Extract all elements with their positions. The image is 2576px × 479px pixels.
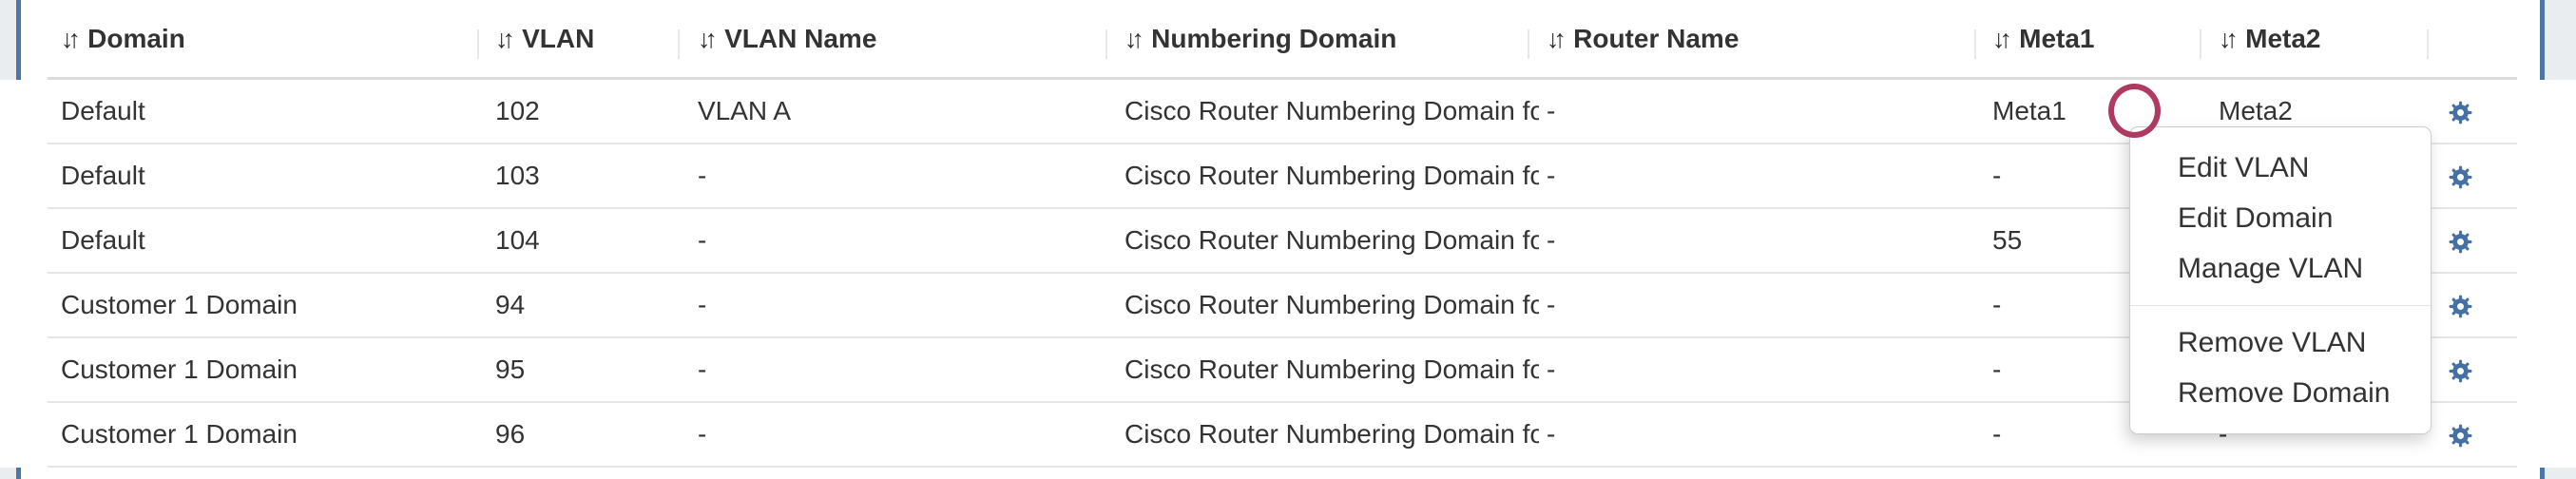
cell-router-name: - <box>1547 419 1556 449</box>
cell-domain: Customer 1 Domain <box>61 290 298 319</box>
column-header-domain[interactable]: ↓↑ Domain <box>61 0 185 78</box>
cell-vlan: 104 <box>495 225 540 255</box>
cell-vlan: 95 <box>495 354 526 384</box>
cell-router-name: - <box>1547 161 1556 190</box>
menu-item-edit-vlan[interactable]: Edit VLAN <box>2178 152 2310 183</box>
cell-vlan-name: VLAN A <box>698 96 792 125</box>
sort-icon: ↓↑ <box>2219 24 2239 53</box>
sort-icon: ↓↑ <box>61 24 81 53</box>
column-header-label: Meta2 <box>2245 24 2321 53</box>
cell-numbering-domain: Cisco Router Numbering Domain for ... <box>1125 290 1539 319</box>
cell-numbering-domain: Cisco Router Numbering Domain for ... <box>1125 225 1539 255</box>
cell-numbering-domain: Cisco Router Numbering Domain for ... <box>1125 419 1539 449</box>
header-separator <box>2200 29 2201 59</box>
menu-item-remove-domain[interactable]: Remove Domain <box>2178 377 2391 409</box>
cell-vlan-name: - <box>698 419 707 449</box>
cell-router-name: - <box>1547 290 1556 319</box>
cell-vlan-name: - <box>698 161 707 190</box>
cell-domain: Customer 1 Domain <box>61 419 298 449</box>
row-divider <box>48 401 2517 403</box>
row-divider <box>48 207 2517 209</box>
row-actions-menu: Edit VLAN Edit Domain Manage VLAN Remove… <box>2129 126 2432 434</box>
cell-domain: Default <box>61 96 145 125</box>
header-divider <box>48 77 2517 80</box>
header-separator <box>2427 29 2429 59</box>
sort-icon: ↓↑ <box>698 24 718 53</box>
cell-domain: Customer 1 Domain <box>61 354 298 384</box>
gear-icon <box>2448 358 2473 384</box>
cell-vlan-name: - <box>698 225 707 255</box>
row-divider <box>48 336 2517 338</box>
gear-icon <box>2448 100 2473 125</box>
column-header-vlan[interactable]: ↓↑ VLAN <box>495 0 594 78</box>
cell-numbering-domain: Cisco Router Numbering Domain for ... <box>1125 96 1539 125</box>
cell-meta2: Meta2 <box>2219 96 2293 125</box>
column-header-meta2[interactable]: ↓↑ Meta2 <box>2219 0 2321 78</box>
cell-domain: Default <box>61 225 145 255</box>
row-actions-button[interactable] <box>2441 158 2479 196</box>
column-header-numbering-domain[interactable]: ↓↑ Numbering Domain <box>1125 0 1396 78</box>
gear-icon <box>2448 294 2473 319</box>
gear-icon <box>2448 229 2473 255</box>
gear-icon <box>2448 423 2473 449</box>
cell-domain: Default <box>61 161 145 190</box>
row-actions-button[interactable] <box>2441 416 2479 454</box>
row-actions-button[interactable] <box>2441 352 2479 390</box>
header-separator <box>1105 29 1107 59</box>
header-separator <box>1528 29 1529 59</box>
cell-vlan: 103 <box>495 161 540 190</box>
sort-icon: ↓↑ <box>1992 24 2012 53</box>
column-header-router-name[interactable]: ↓↑ Router Name <box>1547 0 1739 78</box>
cell-meta1: 55 <box>1992 225 2023 255</box>
menu-divider <box>2130 305 2431 306</box>
header-separator <box>1974 29 1976 59</box>
cell-vlan-name: - <box>698 290 707 319</box>
row-divider <box>48 272 2517 274</box>
cell-meta1: - <box>1992 161 2002 190</box>
cell-meta1: - <box>1992 419 2002 449</box>
row-actions-button[interactable] <box>2441 93 2479 131</box>
cell-vlan: 96 <box>495 419 526 449</box>
header-separator <box>477 29 479 59</box>
cell-router-name: - <box>1547 354 1556 384</box>
menu-item-manage-vlan[interactable]: Manage VLAN <box>2178 253 2364 284</box>
cell-meta1: - <box>1992 290 2002 319</box>
column-header-label: Domain <box>87 24 185 53</box>
cell-meta1: - <box>1992 354 2002 384</box>
header-separator <box>678 29 680 59</box>
sort-icon: ↓↑ <box>495 24 515 53</box>
cell-numbering-domain: Cisco Router Numbering Domain for ... <box>1125 354 1539 384</box>
sort-icon: ↓↑ <box>1125 24 1144 53</box>
cell-router-name: - <box>1547 225 1556 255</box>
row-actions-button[interactable] <box>2441 222 2479 260</box>
sort-icon: ↓↑ <box>1547 24 1567 53</box>
cell-meta1: Meta1 <box>1992 96 2067 125</box>
row-divider <box>48 143 2517 144</box>
column-header-label: VLAN <box>522 24 595 53</box>
cell-router-name: - <box>1547 96 1556 125</box>
column-header-label: Meta1 <box>2019 24 2095 53</box>
column-header-meta1[interactable]: ↓↑ Meta1 <box>1992 0 2095 78</box>
row-actions-button[interactable] <box>2441 287 2479 325</box>
cell-numbering-domain: Cisco Router Numbering Domain for ... <box>1125 161 1539 190</box>
row-divider <box>48 466 2517 468</box>
column-header-label: Router Name <box>1573 24 1740 53</box>
cell-vlan: 94 <box>495 290 526 319</box>
table-row[interactable]: Customer 1 Domain 96 - Cisco Router Numb… <box>0 403 2576 468</box>
column-header-label: Numbering Domain <box>1151 24 1397 53</box>
column-header-vlan-name[interactable]: ↓↑ VLAN Name <box>698 0 876 78</box>
gear-icon <box>2448 164 2473 190</box>
menu-item-edit-domain[interactable]: Edit Domain <box>2178 202 2334 234</box>
column-header-label: VLAN Name <box>724 24 877 53</box>
cell-vlan: 102 <box>495 96 540 125</box>
menu-item-remove-vlan[interactable]: Remove VLAN <box>2178 327 2367 358</box>
cell-vlan-name: - <box>698 354 707 384</box>
